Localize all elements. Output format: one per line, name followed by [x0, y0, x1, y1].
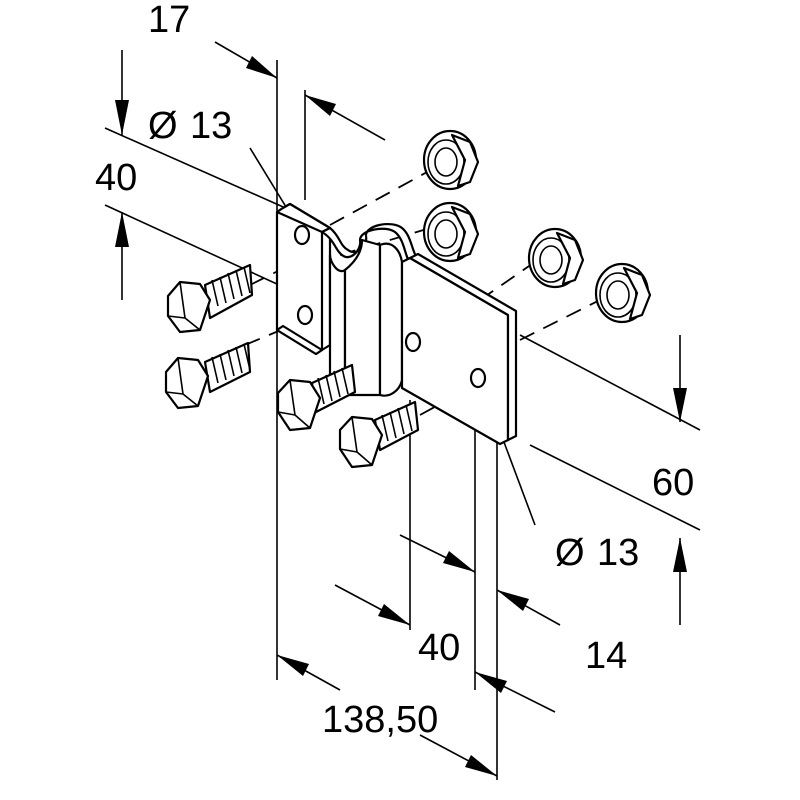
dim-60-label: 60 — [652, 462, 694, 504]
dim-hole-top-value: 13 — [190, 105, 232, 147]
dim-hole-bottom-value: 13 — [597, 532, 639, 574]
dim-138-50-arrows — [276, 654, 498, 777]
nut-1 — [422, 129, 480, 191]
dim-60-right-arrows — [673, 335, 687, 625]
hole-right-bottom — [469, 367, 487, 389]
dim-40-left-arrows — [115, 50, 129, 300]
hole-right-top — [404, 331, 422, 353]
diameter-symbol-top: Ø — [148, 105, 178, 147]
bolt-4 — [338, 400, 420, 469]
dim-14-label: 14 — [585, 635, 627, 677]
hole-left-top — [293, 224, 311, 246]
dim-40-bottom-arrows — [334, 534, 476, 626]
dim-17-label: 17 — [148, 0, 190, 41]
nut-4 — [594, 262, 652, 324]
dim-40-bottom-label: 40 — [418, 627, 460, 669]
nut-3 — [527, 227, 585, 289]
extension-lines — [104, 60, 701, 780]
bolt-3 — [276, 363, 357, 432]
bolts — [164, 263, 420, 469]
dim-14-arrows — [474, 589, 561, 713]
hole-left-bottom — [296, 304, 314, 326]
bracket — [275, 202, 518, 446]
nuts — [422, 129, 652, 324]
bolt-1 — [166, 263, 254, 334]
dim-40-left-label: 40 — [95, 157, 137, 199]
nut-2 — [422, 201, 480, 263]
diameter-symbol-bottom: Ø — [555, 532, 585, 574]
dim-17-arrows — [214, 41, 386, 141]
dim-hole-bottom-label: Ø 13 — [555, 532, 639, 574]
dim-hole-top-label: Ø 13 — [148, 105, 232, 147]
bolt-2 — [164, 341, 252, 410]
dim-138-50-label: 138,50 — [322, 699, 438, 741]
